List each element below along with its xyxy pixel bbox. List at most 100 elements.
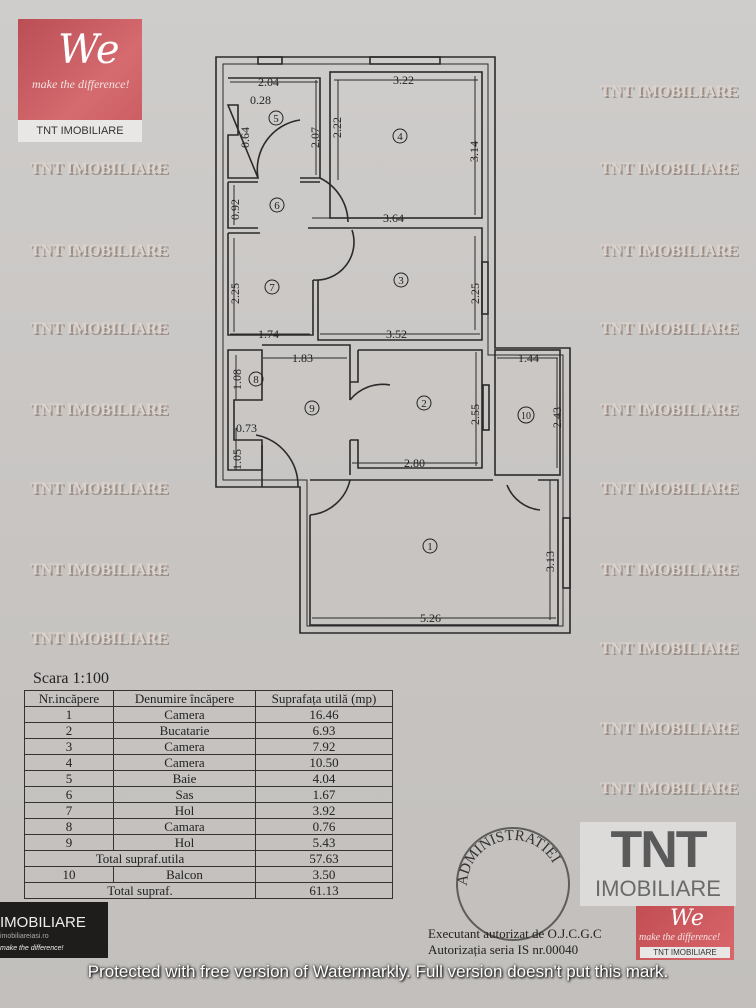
- logo-tagline: make the difference!: [639, 932, 721, 943]
- brand-logo-top-left: We make the difference! TNT IMOBILIARE: [18, 19, 142, 142]
- svg-text:4: 4: [397, 131, 403, 143]
- room-7: [227, 232, 314, 336]
- brand-logo-bottom-left: IMOBILIARE imobiliareiasi.ro make the di…: [0, 902, 108, 958]
- room-1: [309, 479, 559, 626]
- floor-plan: 2.04 3.22 0.28 0.64 2.07 2.22 3.14 0.92 …: [215, 56, 571, 634]
- watermark: TNT IMOBILIARE: [600, 160, 738, 177]
- logo-tagline: make the difference!: [0, 945, 64, 952]
- room-10: [494, 349, 561, 476]
- svg-text:7: 7: [269, 282, 275, 294]
- official-stamp: ADMINISTRATIEI: [455, 827, 570, 941]
- svg-text:1: 1: [427, 541, 433, 553]
- watermark: TNT IMOBILIARE: [600, 320, 738, 337]
- watermark: TNT IMOBILIARE: [600, 83, 738, 100]
- total-row: Total supraf.61.13: [24, 882, 393, 899]
- logo-tnt: TNT: [610, 821, 707, 879]
- dimension-label: 2.22: [330, 117, 344, 138]
- logo-brand: TNT IMOBILIARE: [640, 947, 730, 958]
- dimension-label: 1.44: [518, 351, 539, 365]
- logo-site: imobiliareiasi.ro: [0, 933, 49, 940]
- svg-text:2: 2: [421, 398, 427, 410]
- dimension-label: 3.52: [386, 327, 407, 341]
- door-arc: [349, 383, 391, 401]
- watermark: TNT IMOBILIARE: [30, 480, 168, 497]
- stamp-text: ADMINISTRATIEI: [455, 828, 564, 887]
- outer-wall-inner: [222, 63, 564, 627]
- dimension-label: 2.25: [228, 283, 242, 304]
- window: [369, 56, 441, 65]
- window: [482, 384, 490, 431]
- dimension-label: 3.13: [543, 551, 557, 572]
- brand-logo-bottom-right: TNT IMOBILIARE: [580, 822, 736, 906]
- svg-text:ADMINISTRATIEI: ADMINISTRATIEI: [455, 828, 564, 887]
- dimension-label: 2.04: [258, 75, 279, 89]
- dimension-label: 2.80: [404, 456, 425, 470]
- watermark: TNT IMOBILIARE: [600, 720, 738, 737]
- outer-wall: [215, 56, 571, 634]
- svg-text:5: 5: [273, 113, 279, 125]
- header-area: Suprafața utilă (mp): [255, 690, 393, 707]
- watermark: TNT IMOBILIARE: [30, 630, 168, 647]
- table-header: Nr.incăpere Denumire încăpere Suprafața …: [24, 690, 393, 707]
- window: [481, 261, 489, 315]
- logo-imobiliare: IMOBILIARE: [595, 876, 721, 901]
- dimension-label: 1.74: [258, 327, 279, 341]
- watermark: TNT IMOBILIARE: [600, 561, 738, 578]
- door-arc: [506, 484, 541, 511]
- watermark: TNT IMOBILIARE: [30, 160, 168, 177]
- watermark: TNT IMOBILIARE: [30, 242, 168, 259]
- watermark: TNT IMOBILIARE: [30, 401, 168, 418]
- logo-brand: TNT IMOBILIARE: [18, 120, 142, 142]
- room-number-1: 1: [422, 538, 438, 554]
- dimension-label: 3.22: [393, 73, 414, 87]
- dimension-label: 0.73: [236, 421, 257, 435]
- watermark: TNT IMOBILIARE: [30, 561, 168, 578]
- room-3: [308, 227, 483, 341]
- watermark: TNT IMOBILIARE: [600, 640, 738, 657]
- dimension-label: 2.25: [468, 283, 482, 304]
- door-arc: [309, 479, 351, 516]
- dimension-label: 0.92: [228, 199, 242, 220]
- header-nr: Nr.incăpere: [24, 690, 114, 707]
- room-number-5: 5: [268, 110, 284, 126]
- logo-we: We: [58, 27, 120, 73]
- scale-label: Scara 1:100: [33, 670, 109, 687]
- dimension-label: 0.28: [250, 93, 271, 107]
- logo-we: We: [670, 906, 704, 931]
- window: [562, 517, 571, 589]
- room-5: [226, 77, 321, 179]
- header-name: Denumire încăpere: [113, 690, 256, 707]
- door-arc: [255, 434, 299, 488]
- logo-imobiliare: IMOBILIARE: [0, 914, 86, 931]
- room-number-2: 2: [416, 395, 432, 411]
- room-number-9: 9: [304, 400, 320, 416]
- executant-info: Executant autorizat de O.J.C.G.C Autoriz…: [428, 926, 602, 958]
- room-6: [227, 181, 320, 229]
- dimension-label: 5.26: [420, 611, 441, 625]
- room-number-10: 10: [517, 406, 535, 424]
- room-number-6: 6: [269, 197, 285, 213]
- watermark: TNT IMOBILIARE: [600, 242, 738, 259]
- dimension-label: 1.83: [292, 351, 313, 365]
- room-number-7: 7: [264, 279, 280, 295]
- dimension-label: 2.07: [308, 127, 322, 148]
- dimension-label: 3.64: [383, 211, 404, 225]
- svg-text:9: 9: [309, 403, 315, 415]
- dimension-label: 3.14: [467, 141, 481, 162]
- executant-line-2: Autorizația seria IS nr.00040: [428, 942, 579, 957]
- room-8: [227, 349, 263, 471]
- svg-text:6: 6: [274, 200, 280, 212]
- watermark: TNT IMOBILIARE: [600, 401, 738, 418]
- dimension-label: 1.05: [230, 449, 244, 470]
- executant-line-1: Executant autorizat de O.J.C.G.C: [428, 926, 602, 941]
- logo-tagline: make the difference!: [32, 77, 130, 91]
